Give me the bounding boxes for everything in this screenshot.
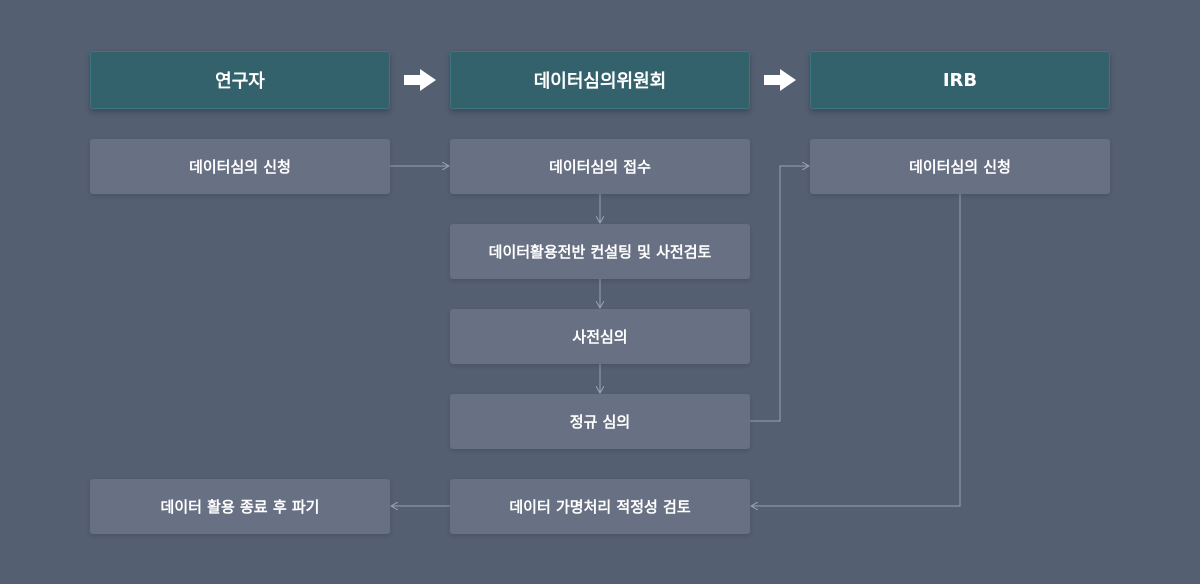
step-committee-pseudonym-review: 데이터 가명처리 적정성 검토: [450, 479, 750, 534]
header-irb: IRB: [810, 51, 1110, 109]
header-researcher: 연구자: [90, 51, 390, 109]
step-researcher-apply-label: 데이터심의 신청: [189, 158, 291, 176]
header-irb-label: IRB: [942, 69, 978, 91]
header-committee-label: 데이터심의위원회: [533, 71, 667, 92]
step-researcher-dispose-label: 데이터 활용 종료 후 파기: [160, 498, 320, 516]
header-arrow-2-icon: [764, 69, 796, 91]
step-irb-apply: 데이터심의 신청: [810, 139, 1110, 194]
step-researcher-apply: 데이터심의 신청: [90, 139, 390, 194]
step-committee-regular-review-label: 정규 심의: [569, 413, 631, 431]
header-committee: 데이터심의위원회: [450, 51, 750, 109]
header-arrow-1-icon: [404, 69, 436, 91]
step-committee-pre-review: 사전심의: [450, 309, 750, 364]
step-committee-pre-review-label: 사전심의: [572, 328, 628, 346]
connector-irb-to-pseudonym: [751, 194, 961, 506]
step-committee-consult-label: 데이터활용전반 컨설팅 및 사전검토: [488, 243, 712, 261]
step-committee-consult: 데이터활용전반 컨설팅 및 사전검토: [450, 224, 750, 279]
header-researcher-label: 연구자: [215, 71, 265, 92]
step-committee-regular-review: 정규 심의: [450, 394, 750, 449]
step-researcher-dispose: 데이터 활용 종료 후 파기: [90, 479, 390, 534]
step-irb-apply-label: 데이터심의 신청: [909, 158, 1011, 176]
step-committee-receive-label: 데이터심의 접수: [549, 158, 651, 176]
connector-regular-to-irb: [750, 166, 809, 422]
step-committee-receive: 데이터심의 접수: [450, 139, 750, 194]
step-committee-pseudonym-review-label: 데이터 가명처리 적정성 검토: [509, 498, 691, 516]
